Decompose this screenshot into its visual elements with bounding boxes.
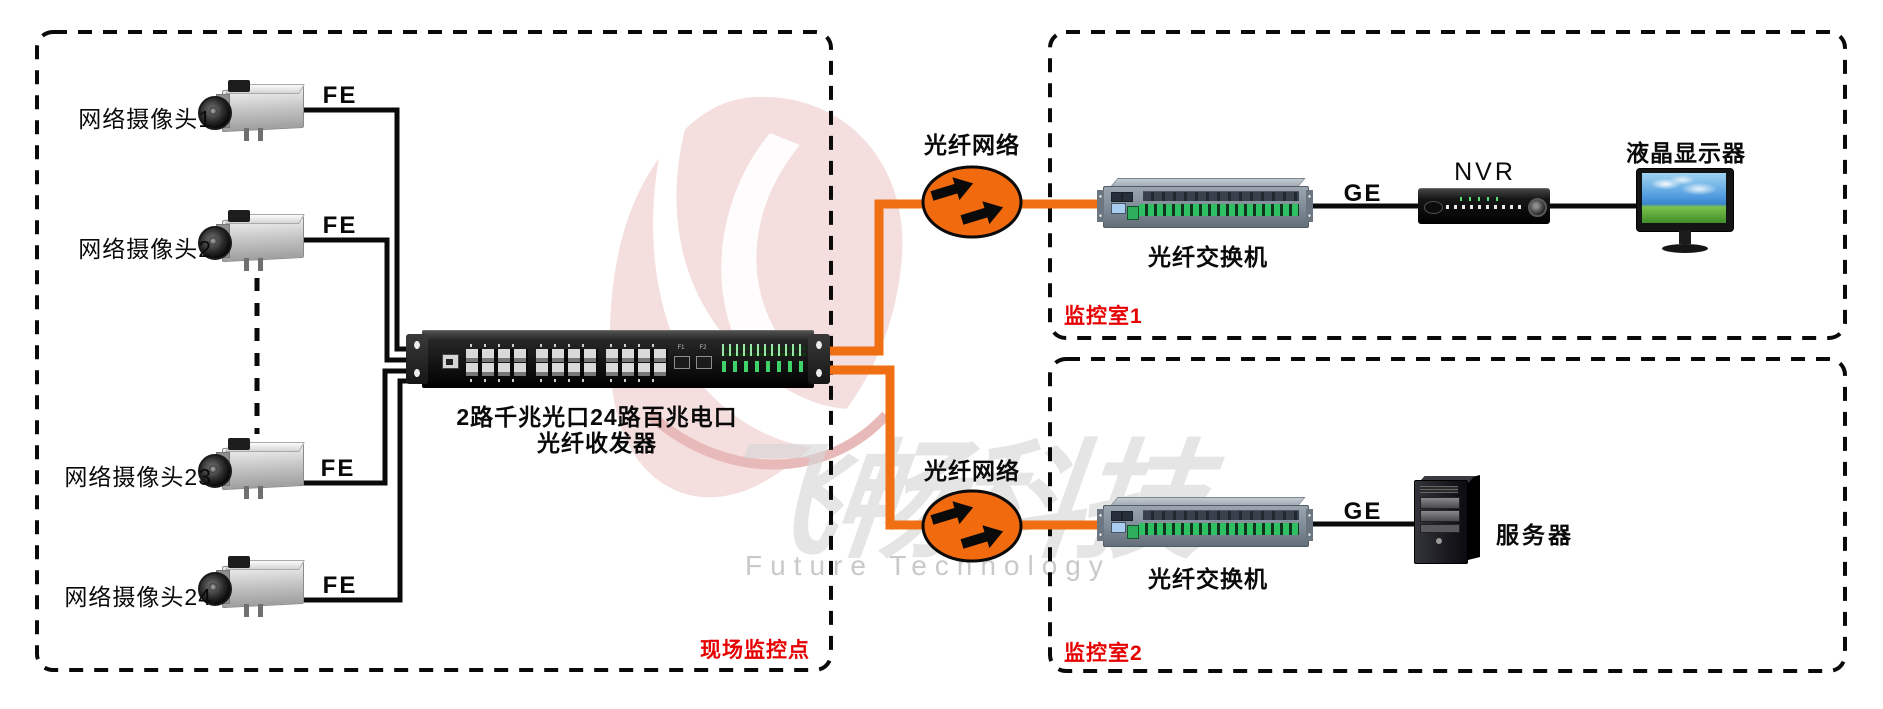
converter-sfp2-label: F2 [699, 345, 707, 351]
room1-box-border [1048, 30, 1847, 340]
room2-box-border [1048, 357, 1847, 673]
fiber-switch1-icon [1097, 178, 1313, 230]
lcd-monitor-label: 液晶显示器 [1626, 140, 1746, 166]
fiber-cloud2-label: 光纤网络 [924, 458, 1020, 484]
nvr-label: NVR [1454, 158, 1516, 186]
fiber-cloud1-label: 光纤网络 [924, 132, 1020, 158]
fiber-cloud1-icon [920, 164, 1024, 240]
fiber-switch2-icon [1097, 497, 1313, 549]
media-converter-icon: F1 F2 [406, 330, 830, 388]
fiber-switch1-label: 光纤交换机 [1148, 244, 1268, 270]
camera1-icon [198, 80, 306, 142]
site-zone-label: 现场监控点 [700, 639, 810, 662]
wire-camera24-fe [300, 378, 430, 603]
camera24-label: 网络摄像头24 [64, 584, 212, 610]
camera2-fe-label: FE [322, 212, 358, 239]
camera2-icon [198, 210, 306, 272]
fiber-cloud2-icon [920, 488, 1024, 564]
camera2-label: 网络摄像头2 [78, 236, 212, 262]
converter-label-line2: 光纤收发器 [537, 430, 657, 456]
camera23-icon [198, 438, 306, 500]
fiber-switch2-label: 光纤交换机 [1148, 566, 1268, 592]
server-icon [1414, 475, 1484, 566]
nvr-icon [1418, 188, 1550, 224]
camera24-icon [198, 556, 306, 618]
converter-label-line1: 2路千兆光口24路百兆电口 [456, 404, 738, 430]
server-label: 服务器 [1496, 522, 1574, 548]
camera1-label: 网络摄像头1 [78, 106, 212, 132]
room1-zone-label: 监控室1 [1064, 305, 1143, 328]
room2-zone-label: 监控室2 [1064, 642, 1143, 665]
watermark-subtitle-text: Future Technology [745, 550, 1111, 581]
lcd-monitor-icon [1636, 168, 1734, 256]
camera24-fe-label: FE [322, 572, 358, 599]
ge1-label: GE [1343, 180, 1383, 207]
camera1-fe-label: FE [322, 82, 358, 109]
camera23-fe-label: FE [320, 455, 356, 482]
site-box-border [35, 30, 833, 672]
ge2-label: GE [1343, 498, 1383, 525]
converter-sfp1-label: F1 [677, 345, 685, 351]
camera23-label: 网络摄像头23 [64, 464, 212, 490]
